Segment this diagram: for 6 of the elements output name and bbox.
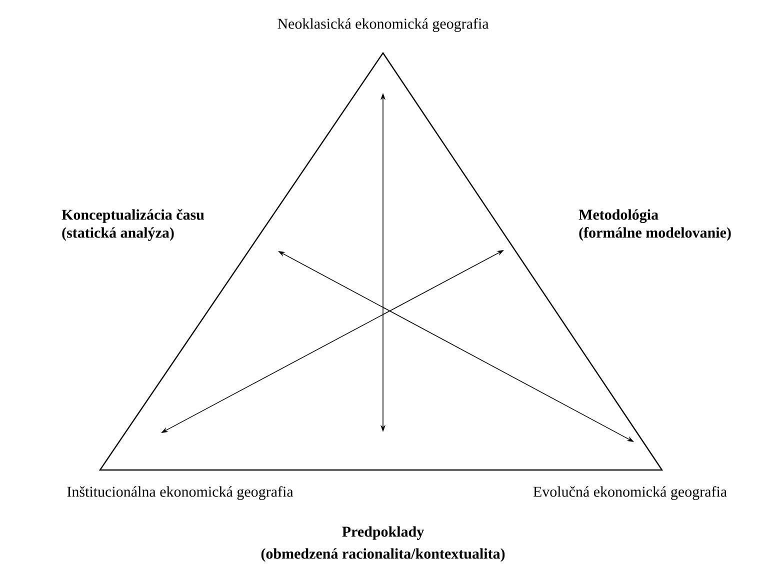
axis-heading: Predpoklady (obmedzená racionalita/kontextualita) [261, 526, 505, 562]
axis-heading: Konceptualizácia času (statická analýza) [62, 209, 204, 241]
vertex-label: Evolučná ekonomická geografia [533, 486, 727, 500]
vertex-label: Neoklasická ekonomická geografia [278, 18, 489, 32]
axis-heading: Metodológia (formálne modelovanie) [578, 209, 731, 241]
vertex-label: Inštitucionálna ekonomická geografia [67, 486, 294, 500]
